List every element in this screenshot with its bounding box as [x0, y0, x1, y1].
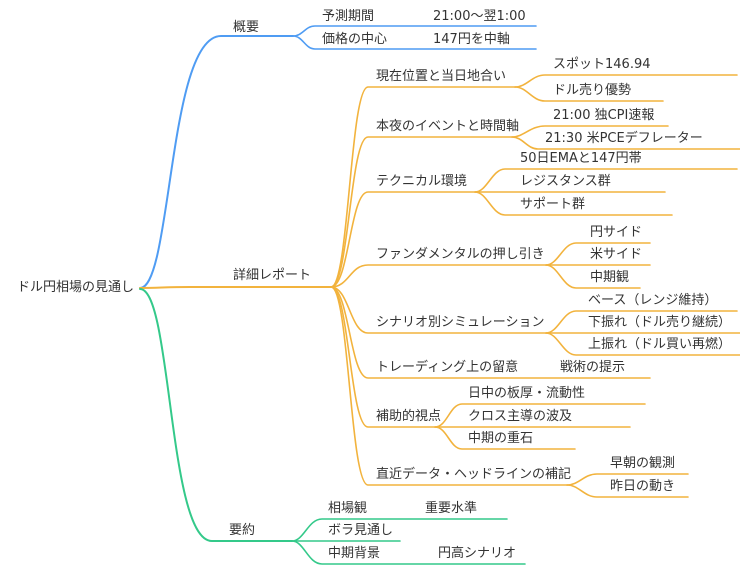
node-intraday-liquidity[interactable]: 日中の板厚・流動性 — [468, 386, 586, 401]
node-scenario-base[interactable]: ベース（レンジ維持） — [588, 293, 718, 308]
link-detail-technical — [330, 191, 476, 288]
node-early-morning-obs[interactable]: 早朝の観測 — [610, 456, 676, 471]
node-forecast-period-value[interactable]: 21:00〜翌1:00 — [433, 9, 526, 24]
link-dollar-selling — [514, 86, 664, 102]
node-us-pce[interactable]: 21:30 米PCEデフレーター — [545, 131, 703, 146]
link-us-pce — [511, 136, 740, 150]
node-german-cpi[interactable]: 21:00 独CPI速報 — [553, 108, 655, 123]
node-summary[interactable]: 要約 — [229, 523, 256, 538]
link-detail-fundamental — [330, 264, 547, 288]
node-fundamental[interactable]: ファンダメンタルの押し引き — [376, 247, 545, 262]
node-mid-term-weight[interactable]: 中期の重石 — [468, 431, 534, 446]
node-root[interactable]: ドル円相場の見通し — [17, 280, 135, 295]
link-mid-term-view — [545, 264, 641, 289]
node-recent-data[interactable]: 直近データ・ヘッドラインの補記 — [376, 467, 572, 482]
node-scenario-downside[interactable]: 下振れ（ドル売り継続） — [588, 315, 732, 330]
link-ema50 — [474, 168, 738, 193]
link-early-morning-obs — [566, 473, 689, 486]
node-price-center[interactable]: 価格の中心 — [322, 32, 388, 47]
link-summary-market-view — [291, 518, 508, 542]
node-key-levels[interactable]: 重要水準 — [425, 501, 478, 516]
node-overview[interactable]: 概要 — [233, 20, 260, 35]
node-technical[interactable]: テクニカル環境 — [376, 174, 468, 189]
node-yen-strength-scenario[interactable]: 円高シナリオ — [438, 546, 517, 561]
node-support[interactable]: サポート群 — [520, 197, 586, 212]
link-german-cpi — [511, 125, 669, 138]
link-overview-price-center — [292, 35, 537, 50]
node-trading-notes[interactable]: トレーディング上の留意 — [376, 360, 519, 375]
node-tactics[interactable]: 戦術の提示 — [560, 360, 626, 375]
link-yesterday-move — [566, 484, 689, 498]
node-cross-spillover[interactable]: クロス主導の波及 — [468, 409, 573, 424]
node-yen-side[interactable]: 円サイド — [590, 225, 643, 240]
node-yesterday-move[interactable]: 昨日の動き — [610, 479, 676, 494]
link-summary-mid-term-bg — [291, 540, 526, 565]
node-tonight-events[interactable]: 本夜のイベントと時間軸 — [376, 119, 520, 134]
link-scenario-upside — [545, 332, 740, 356]
node-resistance[interactable]: レジスタンス群 — [520, 174, 611, 189]
link-detail-tonight-events — [330, 136, 513, 288]
link-root-detail-report — [139, 286, 332, 289]
node-scenario[interactable]: シナリオ別シミュレーション — [376, 315, 545, 330]
link-detail-scenario — [330, 286, 547, 334]
link-root-overview — [139, 35, 294, 289]
link-detail-recent-data — [330, 286, 568, 486]
node-mid-term-view[interactable]: 中期観 — [590, 270, 630, 285]
node-forecast-period[interactable]: 予測期間 — [322, 9, 375, 24]
node-detail-report[interactable]: 詳細レポート — [233, 268, 312, 283]
node-spot[interactable]: スポット146.94 — [553, 57, 651, 72]
link-detail-auxiliary-view — [330, 286, 436, 428]
node-ema50[interactable]: 50日EMAと147円帯 — [520, 151, 642, 166]
link-intraday-liquidity — [434, 403, 646, 428]
node-price-center-value[interactable]: 147円を中軸 — [433, 32, 510, 47]
node-current-position[interactable]: 現在位置と当日地合い — [376, 69, 507, 84]
node-us-side[interactable]: 米サイド — [590, 247, 643, 262]
link-spot — [514, 74, 738, 88]
node-mid-term-bg[interactable]: 中期背景 — [328, 546, 381, 561]
link-overview-forecast-period — [292, 25, 537, 37]
node-scenario-upside[interactable]: 上振れ（ドル買い再燃） — [588, 337, 732, 352]
link-root-summary — [139, 288, 293, 542]
node-vol-outlook[interactable]: ボラ見通し — [328, 523, 394, 538]
link-detail-trading-notes — [330, 286, 651, 379]
node-auxiliary-view[interactable]: 補助的視点 — [376, 409, 442, 424]
link-mid-term-weight — [434, 426, 576, 450]
link-detail-current-position — [330, 86, 516, 288]
node-dollar-selling[interactable]: ドル売り優勢 — [553, 83, 632, 98]
node-market-view[interactable]: 相場観 — [328, 501, 368, 516]
link-support — [474, 191, 673, 216]
